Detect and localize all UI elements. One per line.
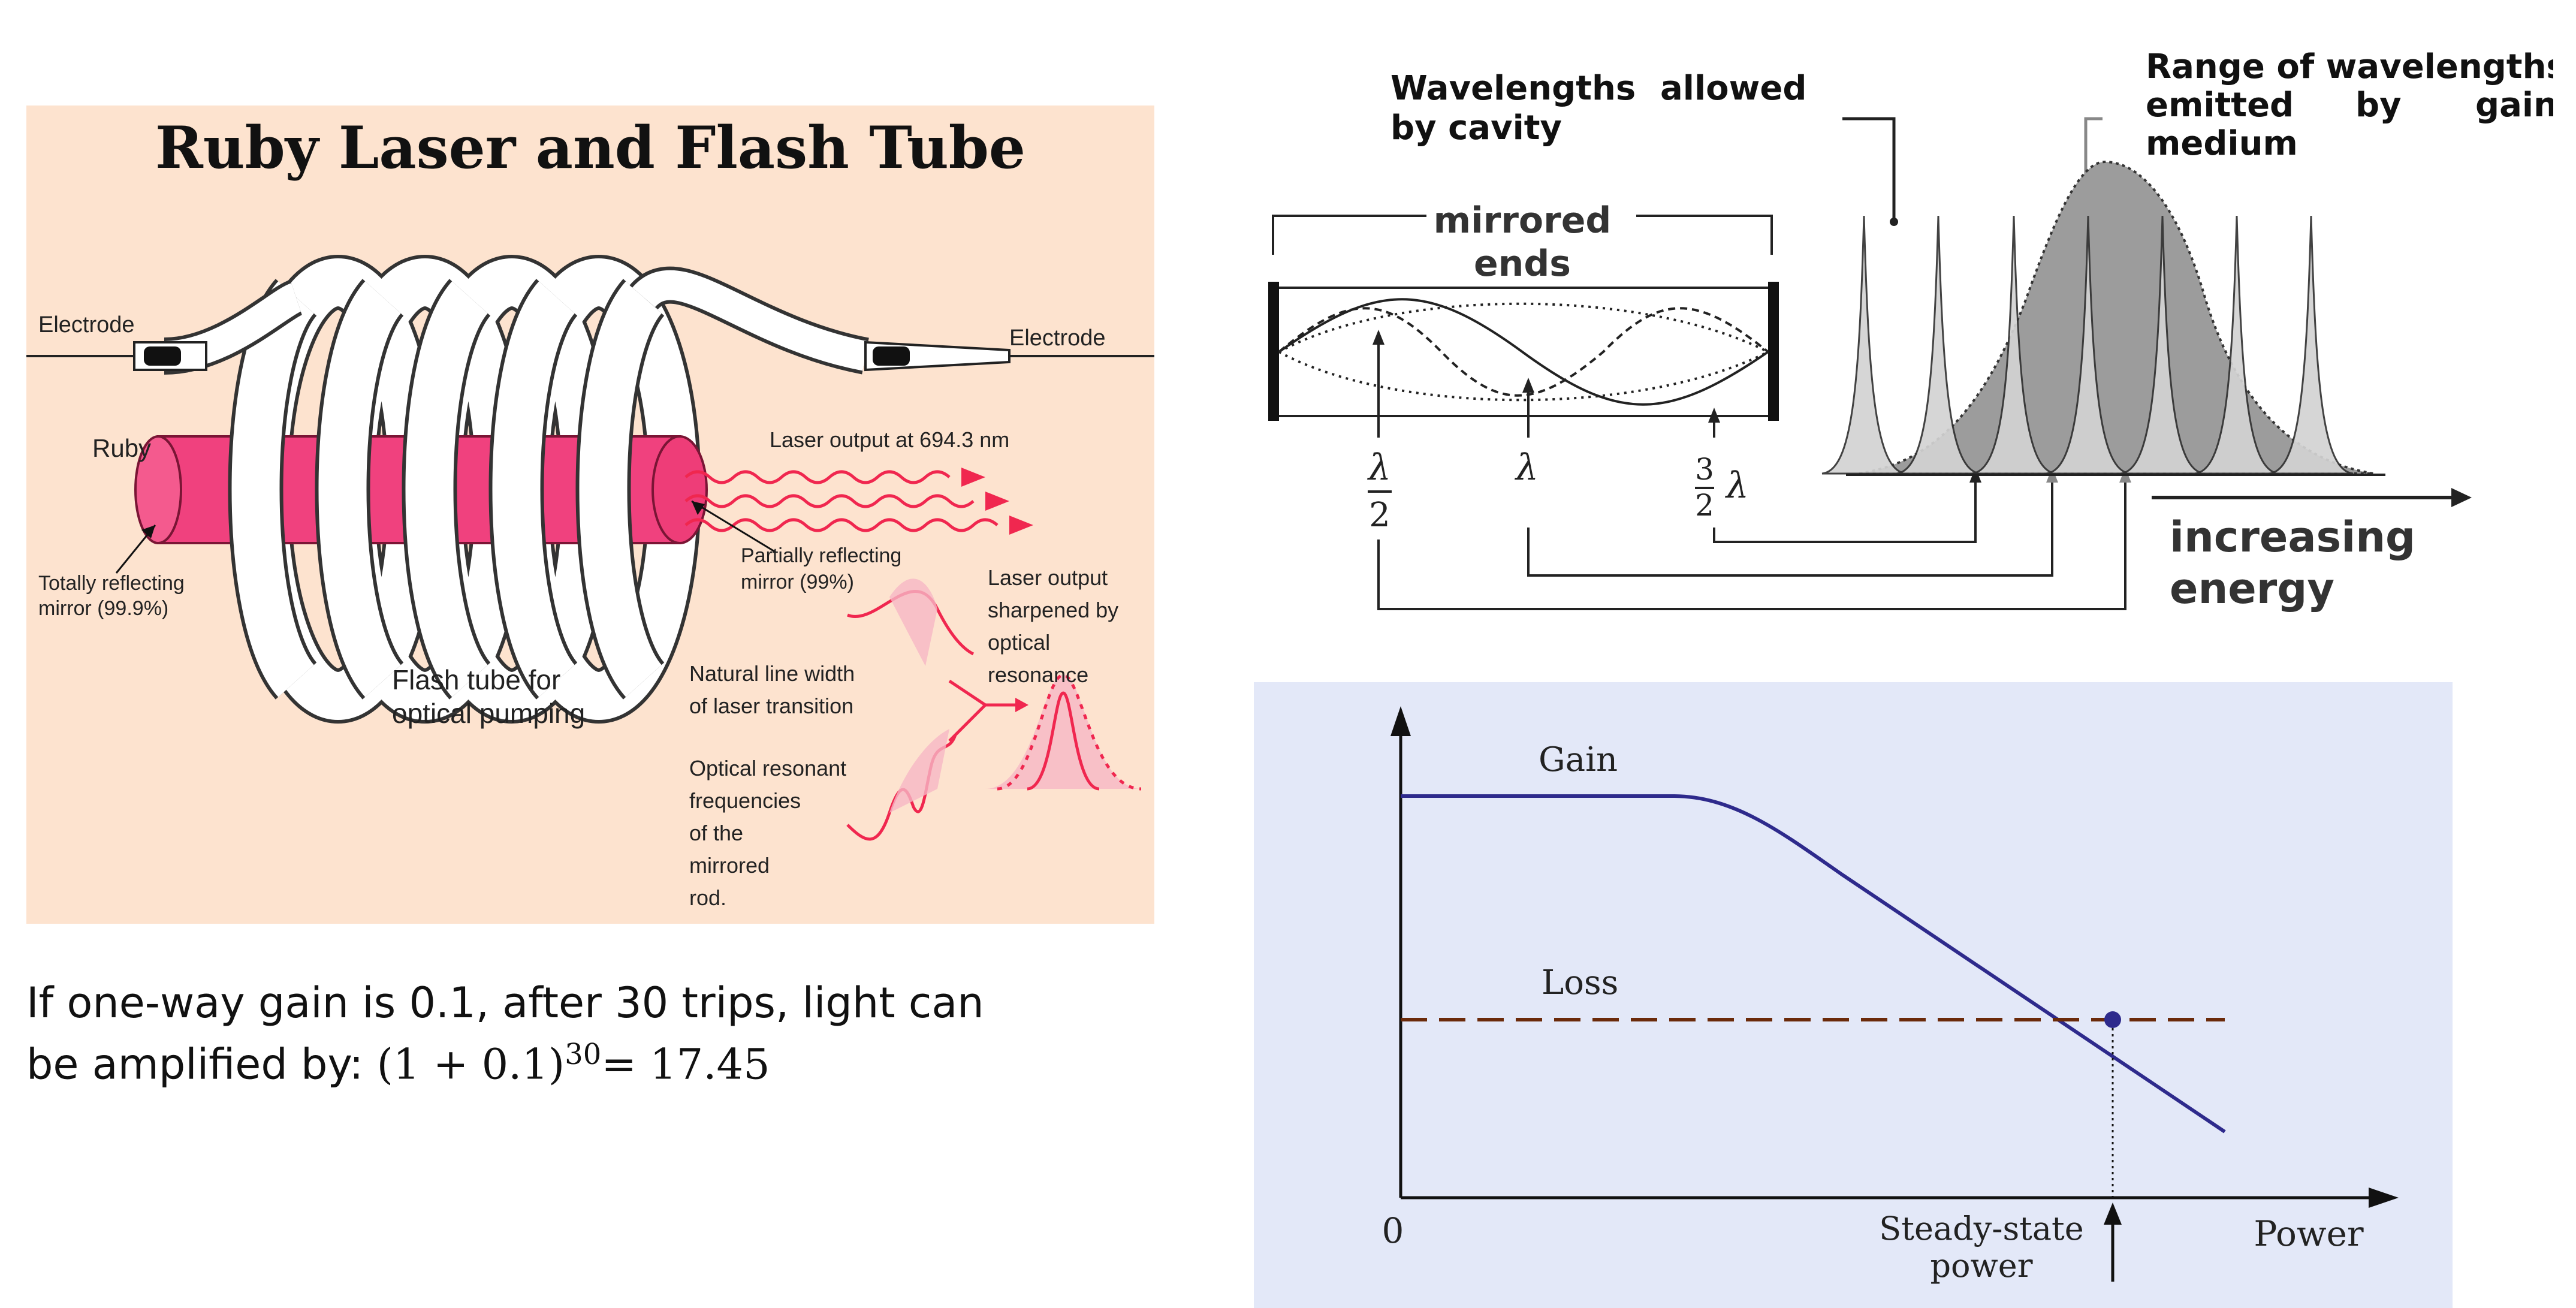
- connector-lines: [1377, 480, 2126, 610]
- mode-peak-4: [2046, 215, 2131, 475]
- sharpened-label-4: resonance: [988, 662, 1088, 687]
- combine-arrows: [948, 679, 1015, 742]
- formula-line-1: If one-way gain is 0.1, after 30 trips, …: [26, 978, 984, 1027]
- ruby-laser-illustration: Electrode Electrode Ruby Totally reflect…: [26, 255, 1154, 910]
- allowed-pointer-dot: [1890, 218, 1898, 226]
- sharpened-label-1: Laser output: [988, 565, 1108, 590]
- right-lead-fill: [632, 270, 868, 371]
- energy-label-1: increasing: [2170, 513, 2415, 562]
- ruby-laser-panel: Ruby Laser and Flash Tube: [26, 106, 1154, 924]
- natural-width-label-2: of laser transition: [689, 694, 853, 718]
- mode-peak-6: [2194, 215, 2279, 475]
- flash-tube-label-1: Flash tube for: [392, 664, 560, 695]
- laser-output-label: Laser output at 694.3 nm: [770, 427, 1009, 452]
- flash-tube-front-fill: [231, 281, 663, 697]
- right-electrode-icon: [864, 340, 1011, 372]
- ruby-title: Ruby Laser and Flash Tube: [155, 114, 1025, 182]
- steady-state-point: [2104, 1011, 2121, 1028]
- steady-state-label-1: Steady-state: [1879, 1210, 2083, 1247]
- sharpened-label-2: sharpened by: [988, 598, 1118, 622]
- range-label-2b: by: [2355, 86, 2402, 125]
- amplification-formula: If one-way gain is 0.1, after 30 trips, …: [26, 977, 1105, 1090]
- electrode-left-label: Electrode: [38, 312, 135, 337]
- range-label-2c: gain: [2475, 86, 2553, 125]
- mode-peak-1: [1821, 215, 1907, 475]
- x-axis-arrowhead: [2369, 1188, 2399, 1208]
- range-label-3: medium: [2146, 124, 2298, 163]
- lambda-three-sym: λ: [1725, 465, 1749, 507]
- mode-peak-2: [1896, 215, 1981, 475]
- lambda-one: λ: [1515, 447, 1539, 489]
- resonant-label-5: rod.: [689, 885, 726, 910]
- sharpened-label-3: optical: [988, 630, 1050, 655]
- lambda-three-num: 3: [1695, 452, 1714, 487]
- mirrored-label-1: mirrored: [1434, 200, 1612, 242]
- range-pointer: [2084, 117, 2103, 192]
- power-label: Power: [2254, 1213, 2364, 1254]
- steady-state-arrowhead: [2104, 1202, 2122, 1225]
- allowed-label-1: Wavelengths: [1390, 69, 1636, 108]
- cavity-modes-diagram: Wavelengths allowed by cavity Range of w…: [1268, 47, 2553, 613]
- mirrored-label-bg: [1426, 198, 1636, 252]
- origin-label: 0: [1382, 1210, 1404, 1251]
- gain-label: Gain: [1539, 740, 1618, 779]
- combine-arrowhead: [1015, 698, 1028, 712]
- resonant-label-3: of the: [689, 821, 743, 845]
- total-mirror-label-2: mirror (99.9%): [38, 597, 168, 620]
- mode-peaks: [1821, 215, 2354, 475]
- range-label-1: Range of wavelengths: [2146, 47, 2553, 86]
- sharpened-output-fill: [985, 674, 1141, 789]
- partial-mirror-label-1: Partially reflecting: [741, 544, 901, 567]
- cavity-box: [1268, 282, 1779, 421]
- mode-peak-3: [1971, 215, 2056, 475]
- lambda-markers: [1373, 330, 1720, 438]
- mode-peak-5: [2120, 215, 2205, 475]
- loss-label: Loss: [1542, 963, 1618, 1002]
- gain-loss-panel: Gain Loss 0 Steady-state power Power: [1254, 682, 2453, 1308]
- left-electrode-icon: [133, 341, 207, 371]
- electrode-right-label: Electrode: [1009, 326, 1106, 351]
- mirrored-label-2: ends: [1474, 243, 1571, 285]
- standing-waves: [1278, 298, 1769, 406]
- formula-exponent: 30: [565, 1038, 602, 1071]
- flash-tube-label-2: optical pumping: [392, 698, 585, 729]
- lambda-three-den: 2: [1695, 488, 1714, 523]
- ruby-label: Ruby: [92, 434, 151, 462]
- formula-line-2: be amplified by: (1 + 0.1)30= 17.45: [26, 1029, 1105, 1090]
- resonant-label-1: Optical resonant: [689, 756, 846, 780]
- resonant-label-2: frequencies: [689, 788, 801, 813]
- steady-state-label-2: power: [1930, 1247, 2032, 1285]
- laser-arrowheads: [961, 468, 1033, 535]
- sharpened-output-curve: [1027, 691, 1100, 791]
- lambda-half-den: 2: [1369, 496, 1390, 535]
- partial-mirror-label-2: mirror (99%): [741, 571, 854, 593]
- range-label-2a: emitted: [2146, 86, 2294, 125]
- mode-peak-7: [2269, 215, 2354, 475]
- allowed-pointer: [1842, 117, 1896, 222]
- mirror-pointer-head: [141, 525, 155, 538]
- resonant-frequencies-fill: [889, 729, 949, 813]
- resonant-label-4: mirrored: [689, 853, 770, 878]
- lambda-half-num: λ: [1367, 447, 1391, 489]
- y-axis-arrowhead: [1390, 706, 1411, 736]
- natural-width-label-1: Natural line width: [689, 661, 855, 686]
- energy-axis-arrowhead: [2451, 488, 2472, 507]
- total-mirror-label-1: Totally reflecting: [38, 572, 185, 595]
- partial-pointer-head: [692, 501, 705, 515]
- gain-loss-graph: Gain Loss 0 Steady-state power Power: [1382, 706, 2399, 1285]
- formula-base: (1 + 0.1): [376, 1039, 565, 1089]
- allowed-label-2: allowed: [1660, 69, 1806, 108]
- allowed-label-3: by cavity: [1390, 109, 1562, 147]
- natural-linewidth-fill: [889, 578, 937, 666]
- energy-label-2: energy: [2170, 564, 2334, 613]
- gain-curve: [1401, 794, 2226, 1134]
- formula-result: = 17.45: [601, 1039, 770, 1089]
- formula-prefix: be amplified by:: [26, 1039, 377, 1089]
- laser-output-waves: [684, 470, 999, 532]
